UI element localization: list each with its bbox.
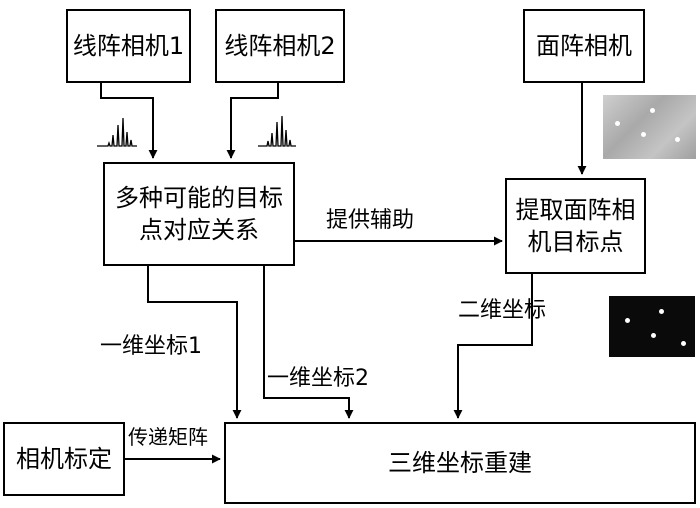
line-camera-2-label: 线阵相机2 <box>224 32 336 60</box>
extracted-point-dot <box>681 341 686 346</box>
assist-edge-label: 提供辅助 <box>326 208 415 233</box>
arrow-coord1d1-to-reconstruction <box>147 266 242 419</box>
extract-points-box: 提取面阵相机目标点 <box>505 178 646 274</box>
camera-calibration-label: 相机标定 <box>16 445 112 473</box>
coord-1d-1-edge-label: 一维坐标1 <box>100 334 202 359</box>
correspondence-label: 多种可能的目标点对应关系 <box>115 184 283 244</box>
line-camera-1-label: 线阵相机1 <box>72 32 185 60</box>
signal-waveform-1 <box>97 117 137 147</box>
target-point-dot <box>615 121 620 126</box>
area-camera-label: 面阵相机 <box>536 32 632 60</box>
area-camera-box: 面阵相机 <box>523 9 645 83</box>
extracted-point-dot <box>625 318 630 323</box>
extracted-point-dot <box>651 333 656 338</box>
line-camera-1-box: 线阵相机1 <box>66 9 191 83</box>
signal-waveform-2 <box>258 115 296 147</box>
arrow-linecam1-to-correspondence <box>100 82 158 159</box>
target-point-dot <box>641 132 646 137</box>
reconstruction-box: 三维坐标重建 <box>224 422 696 504</box>
target-point-dot <box>675 137 680 142</box>
coord-2d-edge-label: 二维坐标 <box>458 298 547 323</box>
arrow-linecam2-to-correspondence <box>226 82 279 159</box>
reconstruction-label: 三维坐标重建 <box>388 449 532 477</box>
extracted-point-dot <box>659 309 664 314</box>
line-camera-2-box: 线阵相机2 <box>215 9 345 83</box>
camera-calibration-box: 相机标定 <box>3 422 125 496</box>
extract-points-label: 提取面阵相机目标点 <box>515 196 636 256</box>
extracted-points-image <box>609 296 695 357</box>
correspondence-box: 多种可能的目标点对应关系 <box>103 162 295 266</box>
arrow-coord1d2-to-reconstruction <box>263 266 354 419</box>
target-point-dot <box>650 108 655 113</box>
transfer-matrix-edge-label: 传递矩阵 <box>128 425 208 449</box>
area-camera-image <box>603 95 696 159</box>
arrow-coord2d-to-reconstruction <box>453 274 533 419</box>
coord-1d-2-edge-label: 一维坐标2 <box>267 366 369 391</box>
